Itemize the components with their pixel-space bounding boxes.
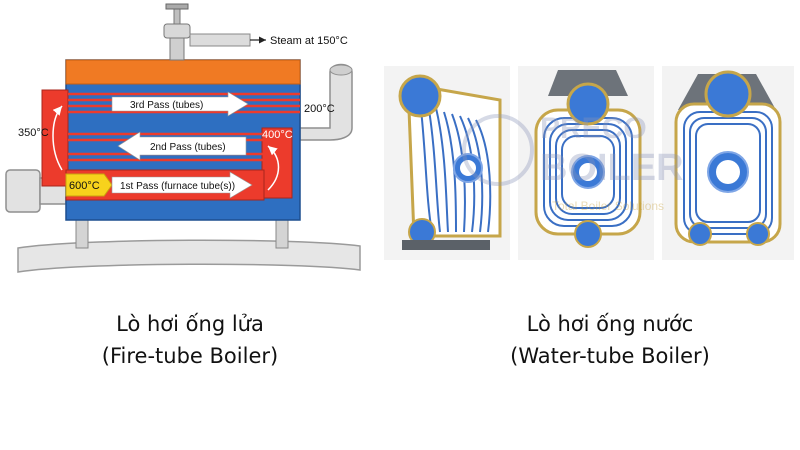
water-tube-d-type [398, 74, 502, 250]
steam-label: Steam at 150°C [270, 35, 348, 47]
pass1-label: 1st Pass (furnace tube(s)) [120, 181, 235, 192]
water-tube-boiler-illustration: PRECO BOILER Total Boiler Solutions [384, 66, 794, 260]
rear-temp-label: 350°C [18, 127, 49, 139]
mud-drum-o [574, 220, 602, 248]
steam-nozzle [169, 35, 185, 61]
pass1-arrow [111, 171, 253, 199]
steam-drum-d [398, 74, 442, 118]
pass3-arrow [111, 91, 249, 117]
pass2-arrow [117, 131, 247, 161]
fire-tube-diagram: Steam at 150°C 200°C 350°C 400°C 600°C 3… [0, 0, 380, 290]
furnace-temp-label: 600°C [69, 180, 100, 192]
fire-tube-caption: Lò hơi ống lửa (Fire-tube Boiler) [40, 308, 340, 372]
turn-temp-label: 400°C [262, 129, 293, 141]
burner-housing [5, 169, 41, 213]
front-turn-arrow [267, 145, 280, 191]
exhaust-opening [329, 64, 353, 76]
watermark-brand-mid: BOILER [540, 147, 684, 189]
water-tube-diagram: PRECO BOILER Total Boiler Solutions [380, 0, 800, 290]
mud-drum-a-right [746, 222, 770, 246]
steam-outlet-pipe [189, 33, 251, 47]
water-tube-caption: Lò hơi ống nước (Water-tube Boiler) [440, 308, 780, 372]
water-tube-a-type [674, 70, 782, 246]
watermark-brand-top: PRECO [540, 112, 647, 145]
preco-watermark: PRECO BOILER Total Boiler Solutions [462, 112, 684, 213]
watermark-tagline: Total Boiler Solutions [552, 199, 664, 213]
water-tube-o-type [534, 70, 642, 248]
steam-space-top [65, 59, 301, 85]
fire-tube-caption-en: (Fire-tube Boiler) [101, 344, 279, 368]
steam-drum-a [704, 70, 752, 118]
rear-turn-arrow [52, 105, 63, 171]
front-reversal-chamber [261, 127, 293, 199]
flame [65, 173, 113, 197]
support-leg-left [75, 217, 89, 249]
fire-tube-caption-vi: Lò hơi ống lửa [116, 312, 264, 336]
support-leg-right [275, 217, 289, 249]
fire-tube-boiler-illustration: Steam at 150°C 200°C 350°C 400°C 600°C 3… [5, 3, 361, 273]
mud-drum-a-left [688, 222, 712, 246]
steam-drum-o [566, 82, 610, 126]
exhaust-temp-label: 200°C [304, 103, 335, 115]
water-tube-caption-vi: Lò hơi ống nước [526, 312, 694, 336]
pass3-label: 3rd Pass (tubes) [130, 100, 203, 111]
pass2-label: 2nd Pass (tubes) [150, 142, 226, 153]
ground-base [17, 239, 361, 273]
steam-valve-body [163, 23, 191, 39]
steam-valve-stem [173, 7, 181, 25]
steam-valve-handwheel [165, 3, 189, 10]
water-tube-caption-en: (Water-tube Boiler) [510, 344, 710, 368]
